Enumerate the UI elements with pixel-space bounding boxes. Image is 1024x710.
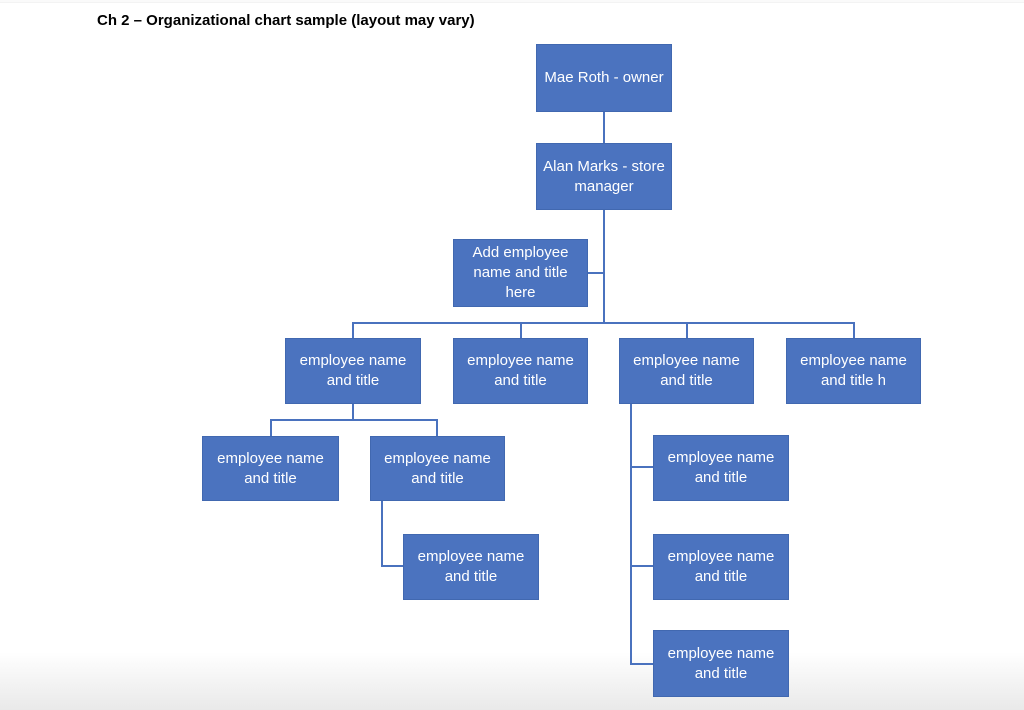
connector-trunk: [603, 210, 605, 324]
connector-employee12-spine: [381, 501, 383, 567]
connector-stub-employee-3-3: [630, 663, 653, 665]
org-node-employee-3[interactable]: employee name and title: [619, 338, 754, 404]
connector-stub-employee-1-2-1: [381, 565, 403, 567]
connector-employee3-spine: [630, 404, 632, 665]
org-node-owner[interactable]: Mae Roth - owner: [536, 44, 672, 112]
page-title: Ch 2 – Organizational chart sample (layo…: [97, 12, 475, 29]
connector-drop-employee-1-2: [436, 419, 438, 436]
page-bottom-gradient: [0, 652, 1024, 710]
connector-employee1-rail: [270, 419, 438, 421]
org-node-employee-1[interactable]: employee name and title: [285, 338, 421, 404]
connector-employee1-down: [352, 404, 354, 421]
org-node-employee-3-3[interactable]: employee name and title: [653, 630, 789, 697]
connector-stub-employee-3-1: [630, 466, 653, 468]
org-node-employee-1-2[interactable]: employee name and title: [370, 436, 505, 501]
connector-add-placeholder-elbow: [588, 272, 605, 274]
org-node-employee-3-2[interactable]: employee name and title: [653, 534, 789, 600]
connector-level3-rail: [352, 322, 855, 324]
org-node-employee-1-2-1[interactable]: employee name and title: [403, 534, 539, 600]
org-node-store-manager[interactable]: Alan Marks - store manager: [536, 143, 672, 210]
connector-drop-employee-1-1: [270, 419, 272, 436]
window-top-edge: [0, 0, 1024, 3]
connector-drop-employee-3: [686, 322, 688, 338]
connector-stub-employee-3-2: [630, 565, 653, 567]
org-node-add-placeholder[interactable]: Add employee name and title here: [453, 239, 588, 307]
connector-drop-employee-2: [520, 322, 522, 338]
org-node-employee-1-1[interactable]: employee name and title: [202, 436, 339, 501]
connector-drop-employee-1: [352, 322, 354, 338]
connector-drop-employee-4: [853, 322, 855, 338]
org-node-employee-3-1[interactable]: employee name and title: [653, 435, 789, 501]
org-node-employee-2[interactable]: employee name and title: [453, 338, 588, 404]
org-node-employee-4[interactable]: employee name and title h: [786, 338, 921, 404]
connector-owner-to-manager: [603, 112, 605, 143]
